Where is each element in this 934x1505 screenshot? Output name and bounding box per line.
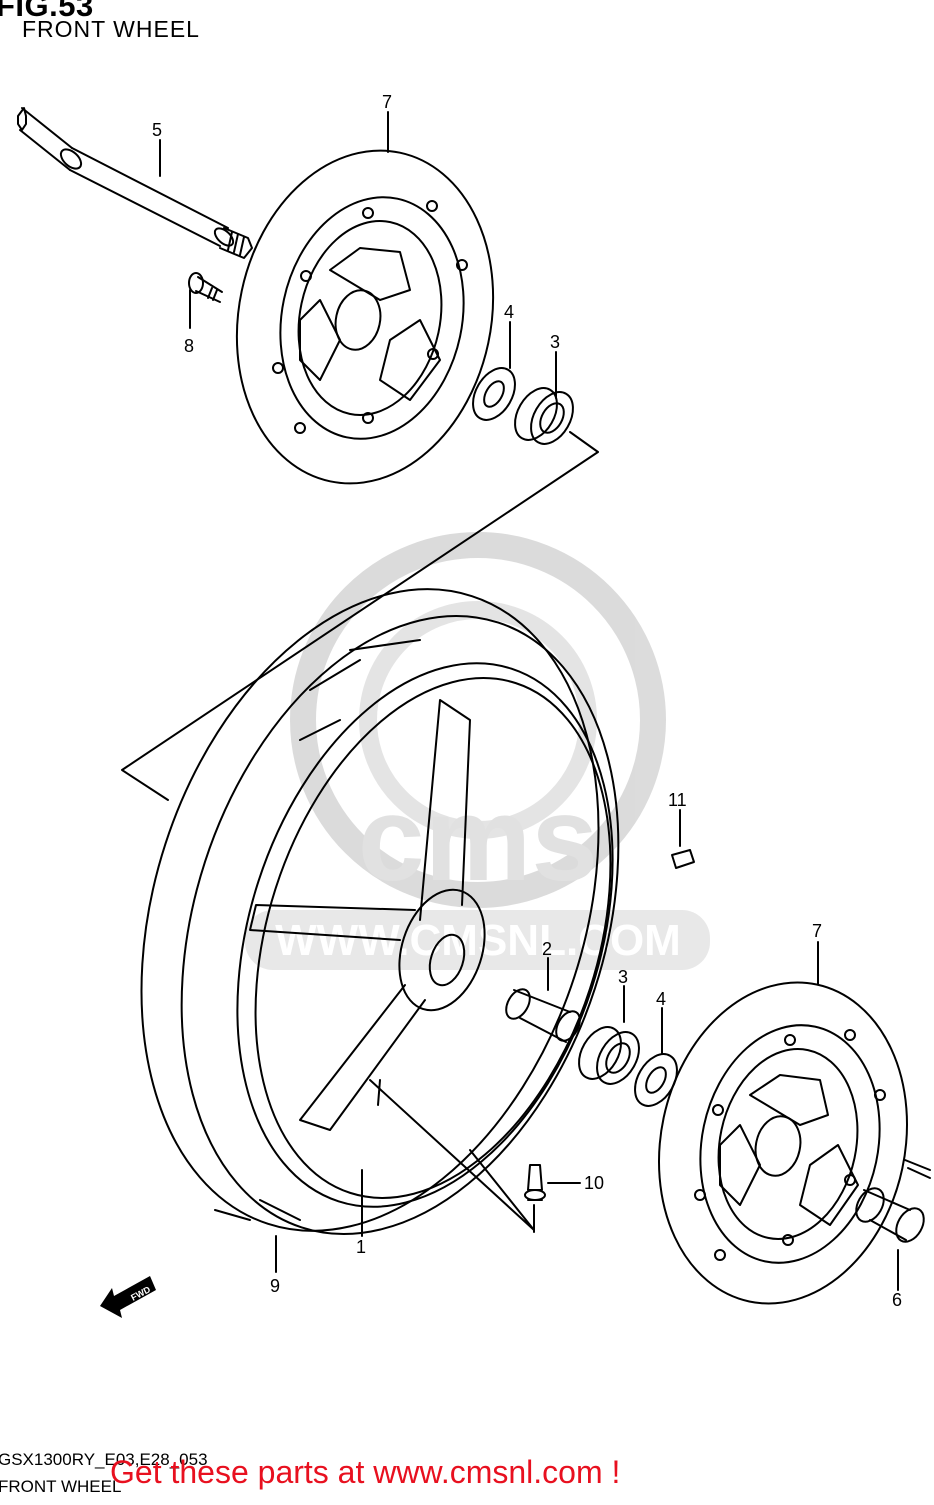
callout-labels: 5 7 8 4 3 11 2 3 4 7 10 1 9 6 bbox=[152, 92, 902, 1310]
forward-direction-badge: FWD bbox=[100, 1276, 156, 1318]
callout-disc-top: 7 bbox=[382, 92, 392, 112]
bolt bbox=[188, 272, 223, 303]
callout-seal-bottom: 4 bbox=[656, 989, 666, 1009]
watermark-text: WWW.CMSNL.COM bbox=[275, 916, 681, 965]
brake-disc-bottom bbox=[658, 981, 908, 1305]
bearing-bottom bbox=[578, 1026, 640, 1085]
figure-title: FRONT WHEEL bbox=[22, 16, 200, 42]
wheel-assembly bbox=[140, 588, 620, 1235]
footer-title: FRONT WHEEL bbox=[0, 1477, 122, 1496]
callout-axle: 5 bbox=[152, 120, 162, 140]
promo-link[interactable]: Get these parts at www.cmsnl.com ! bbox=[110, 1454, 621, 1490]
callout-valve: 10 bbox=[584, 1173, 604, 1193]
callout-seal-top: 4 bbox=[504, 302, 514, 322]
callout-bearing-bottom: 3 bbox=[618, 967, 628, 987]
balancer bbox=[671, 849, 695, 869]
callout-bearing-top: 3 bbox=[550, 332, 560, 352]
seal-bottom bbox=[634, 1053, 678, 1107]
seal-top bbox=[472, 367, 516, 421]
callout-wheel: 1 bbox=[356, 1237, 366, 1257]
callout-collar: 6 bbox=[892, 1290, 902, 1310]
brake-disc-top bbox=[235, 149, 495, 485]
model-code: GSX1300RY_E03,E28_053 bbox=[0, 1450, 208, 1469]
axle bbox=[17, 107, 253, 259]
callout-disc-bottom: 7 bbox=[812, 921, 822, 941]
figure-number: FIG.53 bbox=[0, 0, 94, 23]
collar bbox=[855, 1159, 931, 1243]
callout-bolt: 8 bbox=[184, 336, 194, 356]
watermark-logo: cms bbox=[358, 772, 598, 906]
watermark: cms WWW.CMSNL.COM bbox=[245, 532, 710, 970]
bearing-top bbox=[514, 387, 574, 445]
callout-tyre: 9 bbox=[270, 1276, 280, 1296]
callout-balancer: 11 bbox=[668, 790, 687, 810]
valve bbox=[524, 1164, 546, 1233]
spacer bbox=[505, 988, 581, 1043]
callout-spacer: 2 bbox=[542, 939, 552, 959]
